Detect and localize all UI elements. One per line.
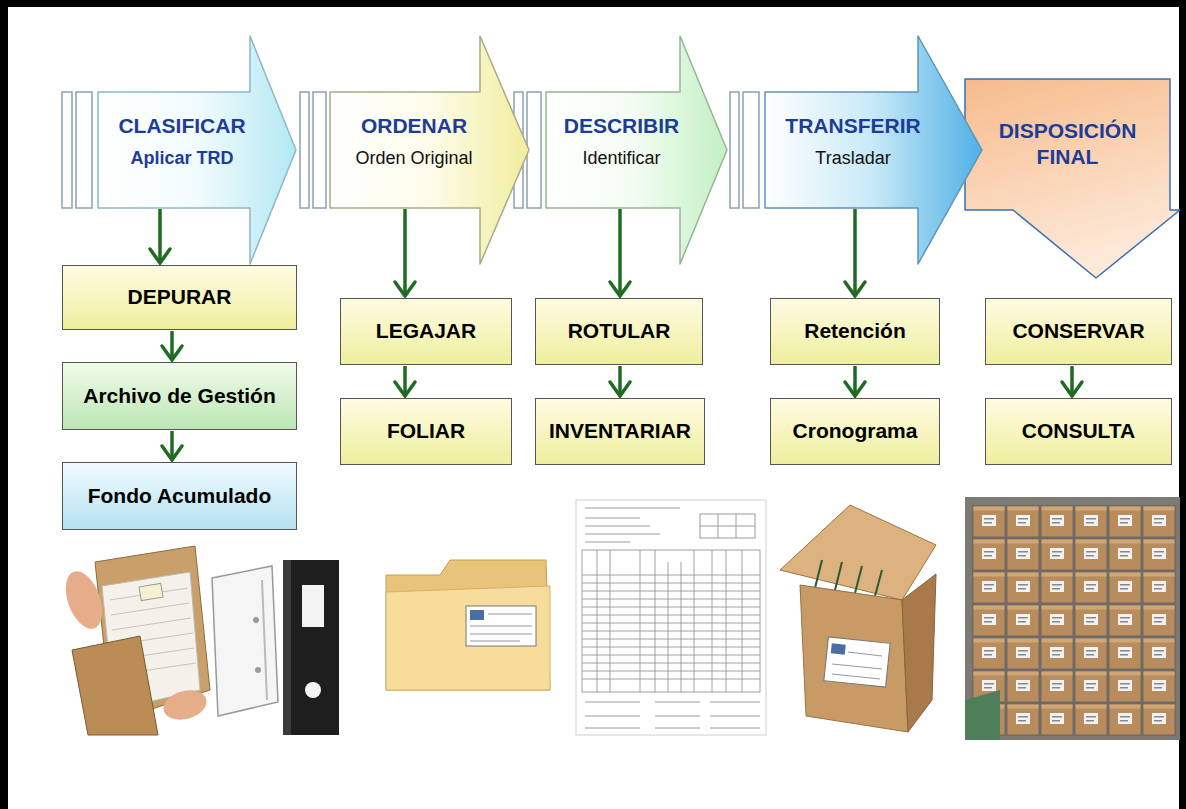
connector-line <box>853 209 857 296</box>
arrow-shape <box>765 36 982 264</box>
step-title: ORDENAR <box>361 114 467 138</box>
step-title: Fondo Acumulado <box>88 484 272 508</box>
binder-photo <box>212 560 339 735</box>
arrow-outline <box>958 78 1182 280</box>
frame-top <box>0 0 1186 7</box>
manila-folder <box>386 560 550 690</box>
step-title: ROTULAR <box>568 319 671 343</box>
arrow-head <box>162 346 182 360</box>
step-title: Cronograma <box>793 419 918 443</box>
connector-line <box>618 209 622 296</box>
step-subtitle: Aplicar TRD <box>130 148 233 169</box>
frame-right <box>1179 0 1186 809</box>
step-title: DESCRIBIR <box>564 114 680 138</box>
step-subtitle: Identificar <box>582 148 660 169</box>
process-box: INVENTARIAR <box>535 398 705 465</box>
process-box: LEGAJAR <box>340 298 512 365</box>
process-arrow: ORDENAR Orden Original <box>330 35 530 265</box>
process-box: Cronograma <box>770 398 940 465</box>
final-arrow: DISPOSICIÓN FINAL <box>958 78 1182 280</box>
flow-connector <box>395 366 415 396</box>
step-title: INVENTARIAR <box>549 419 691 443</box>
process-box: Fondo Acumulado <box>62 462 297 530</box>
step-title: CONSERVAR <box>1012 319 1144 343</box>
arrow-head <box>150 249 170 263</box>
step-title: FOLIAR <box>387 419 465 443</box>
process-box: CONSULTA <box>985 398 1172 465</box>
process-box: Retención <box>770 298 940 365</box>
step-title: CONSULTA <box>1022 419 1136 443</box>
process-box: DEPURAR <box>62 265 297 330</box>
flow-connector <box>610 366 630 396</box>
arrow-head <box>1062 382 1082 396</box>
step-title: CLASIFICAR <box>118 114 245 138</box>
shelves-photo <box>965 497 1180 740</box>
frame-left <box>0 0 8 809</box>
step-subtitle: Trasladar <box>815 148 890 169</box>
process-arrow: TRANSFERIR Trasladar <box>765 35 983 265</box>
process-arrow: DESCRIBIR Identificar <box>546 35 728 265</box>
arrow-label: DESCRIBIR Identificar <box>546 92 697 208</box>
connector-line <box>403 209 407 296</box>
arrow-shape <box>330 36 529 264</box>
arrow-head <box>845 282 865 296</box>
arrow-label: CLASIFICAR Aplicar TRD <box>98 92 266 208</box>
flow-connector <box>162 331 182 360</box>
step-title: DEPURAR <box>128 285 232 309</box>
process-box: FOLIAR <box>340 398 512 465</box>
flow-connector <box>845 209 865 296</box>
arrow-label: TRANSFERIR Trasladar <box>765 92 941 208</box>
step-subtitle: Orden Original <box>355 148 472 169</box>
flow-connector <box>150 209 170 263</box>
arrow-label: DISPOSICIÓN FINAL <box>965 78 1170 210</box>
arrow-label: ORDENAR Orden Original <box>330 92 498 208</box>
arrow-shape <box>546 36 727 264</box>
arrow-head <box>845 382 865 396</box>
arrow-head <box>610 282 630 296</box>
flow-connector <box>1062 366 1082 396</box>
process-box: ROTULAR <box>535 298 703 365</box>
arrow-head <box>395 282 415 296</box>
step-title: LEGAJAR <box>376 319 476 343</box>
flow-connector <box>610 209 630 296</box>
process-box: CONSERVAR <box>985 298 1172 365</box>
process-box: Archivo de Gestión <box>62 362 297 430</box>
arrow-head <box>395 382 415 396</box>
archive-box <box>780 505 936 732</box>
step-title: Archivo de Gestión <box>83 384 276 408</box>
step-title: Retención <box>804 319 906 343</box>
step-title: TRANSFERIR <box>785 114 920 138</box>
folder-photo <box>59 546 210 735</box>
arrow-head <box>610 382 630 396</box>
inventory-form <box>576 500 766 735</box>
flow-connector <box>395 209 415 296</box>
step-title: DISPOSICIÓN FINAL <box>988 118 1148 171</box>
flow-connector <box>845 366 865 396</box>
connector-line <box>158 209 162 263</box>
flow-connector <box>162 431 182 460</box>
process-arrow: CLASIFICAR Aplicar TRD <box>98 35 297 265</box>
arrow-head <box>162 446 182 460</box>
arrow-shape <box>965 79 1180 278</box>
arrow-shape <box>98 36 296 264</box>
